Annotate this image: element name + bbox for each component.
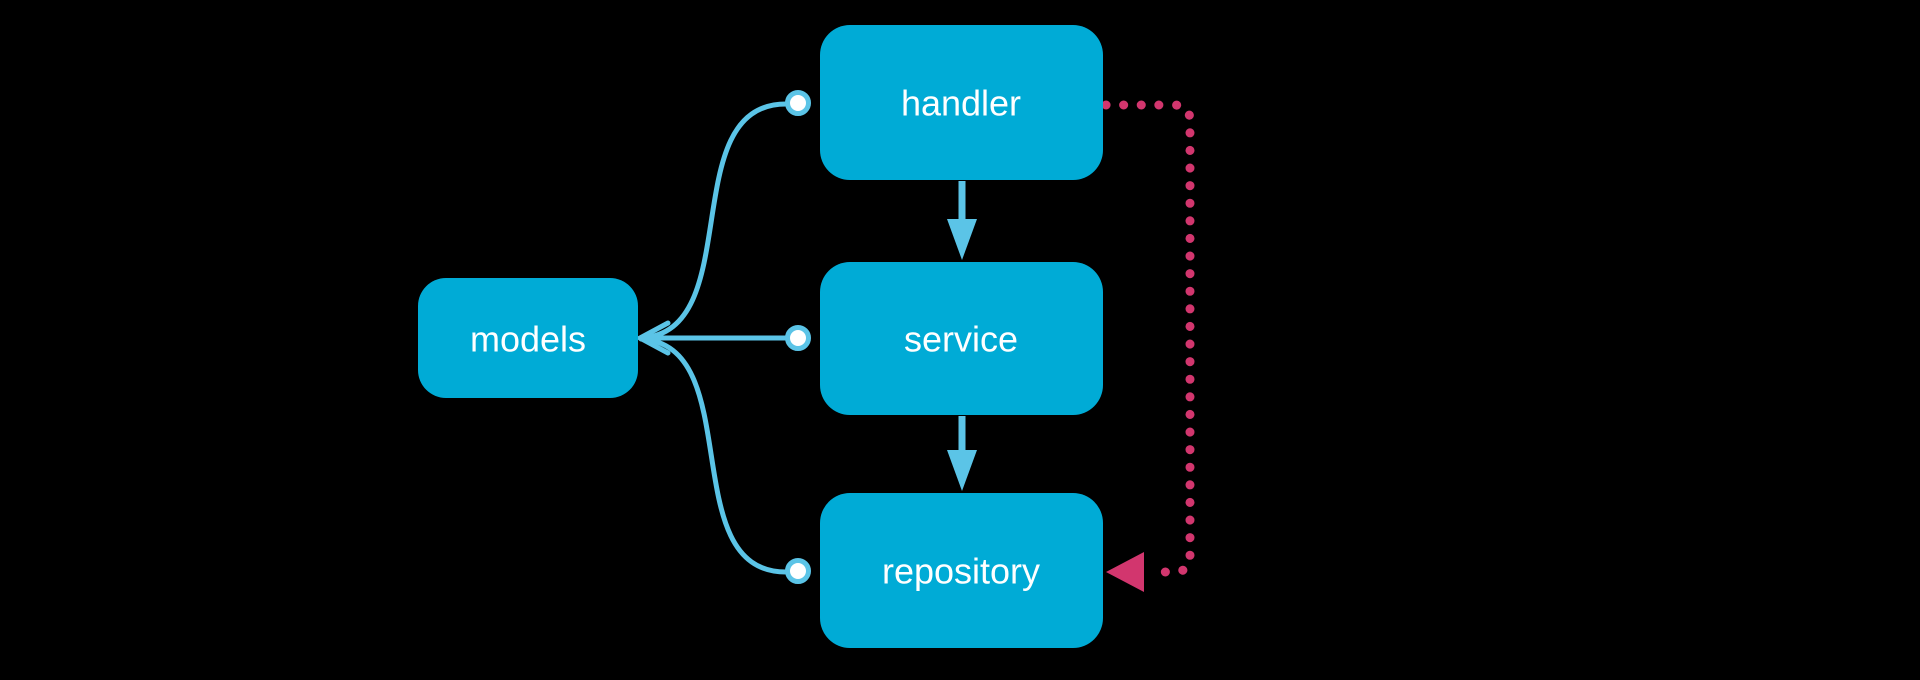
edge-service-repository[interactable] xyxy=(947,416,977,491)
node-box[interactable] xyxy=(820,493,1103,648)
arrowhead-down-icon xyxy=(947,219,977,260)
edge-service-models[interactable] xyxy=(638,325,811,351)
node-label: models xyxy=(470,319,586,360)
node-label: service xyxy=(904,319,1018,360)
edge-repository-models[interactable] xyxy=(638,336,811,584)
edge-dotted-path xyxy=(1101,100,1195,577)
edge-handler-repository[interactable] xyxy=(1101,100,1195,592)
node-models[interactable]: models xyxy=(418,278,638,398)
circle-connector-icon xyxy=(785,325,811,351)
open-arrowhead-left-icon xyxy=(634,320,671,356)
node-label: repository xyxy=(882,551,1040,592)
node-label: handler xyxy=(901,83,1021,124)
edge-handler-models[interactable] xyxy=(638,90,811,341)
node-handler[interactable]: handler xyxy=(820,25,1103,180)
node-repository[interactable]: repository xyxy=(820,493,1103,648)
circle-connector-icon xyxy=(785,558,811,584)
edge-curve xyxy=(638,336,789,575)
edge-curve xyxy=(638,101,789,341)
node-box[interactable] xyxy=(418,278,638,398)
circle-connector-icon xyxy=(785,90,811,116)
arrowhead-down-icon xyxy=(947,450,977,491)
arrowhead-left-icon xyxy=(1106,552,1144,592)
node-box[interactable] xyxy=(820,25,1103,180)
node-box[interactable] xyxy=(820,262,1103,415)
node-service[interactable]: service xyxy=(820,262,1103,415)
edge-handler-service[interactable] xyxy=(947,181,977,260)
